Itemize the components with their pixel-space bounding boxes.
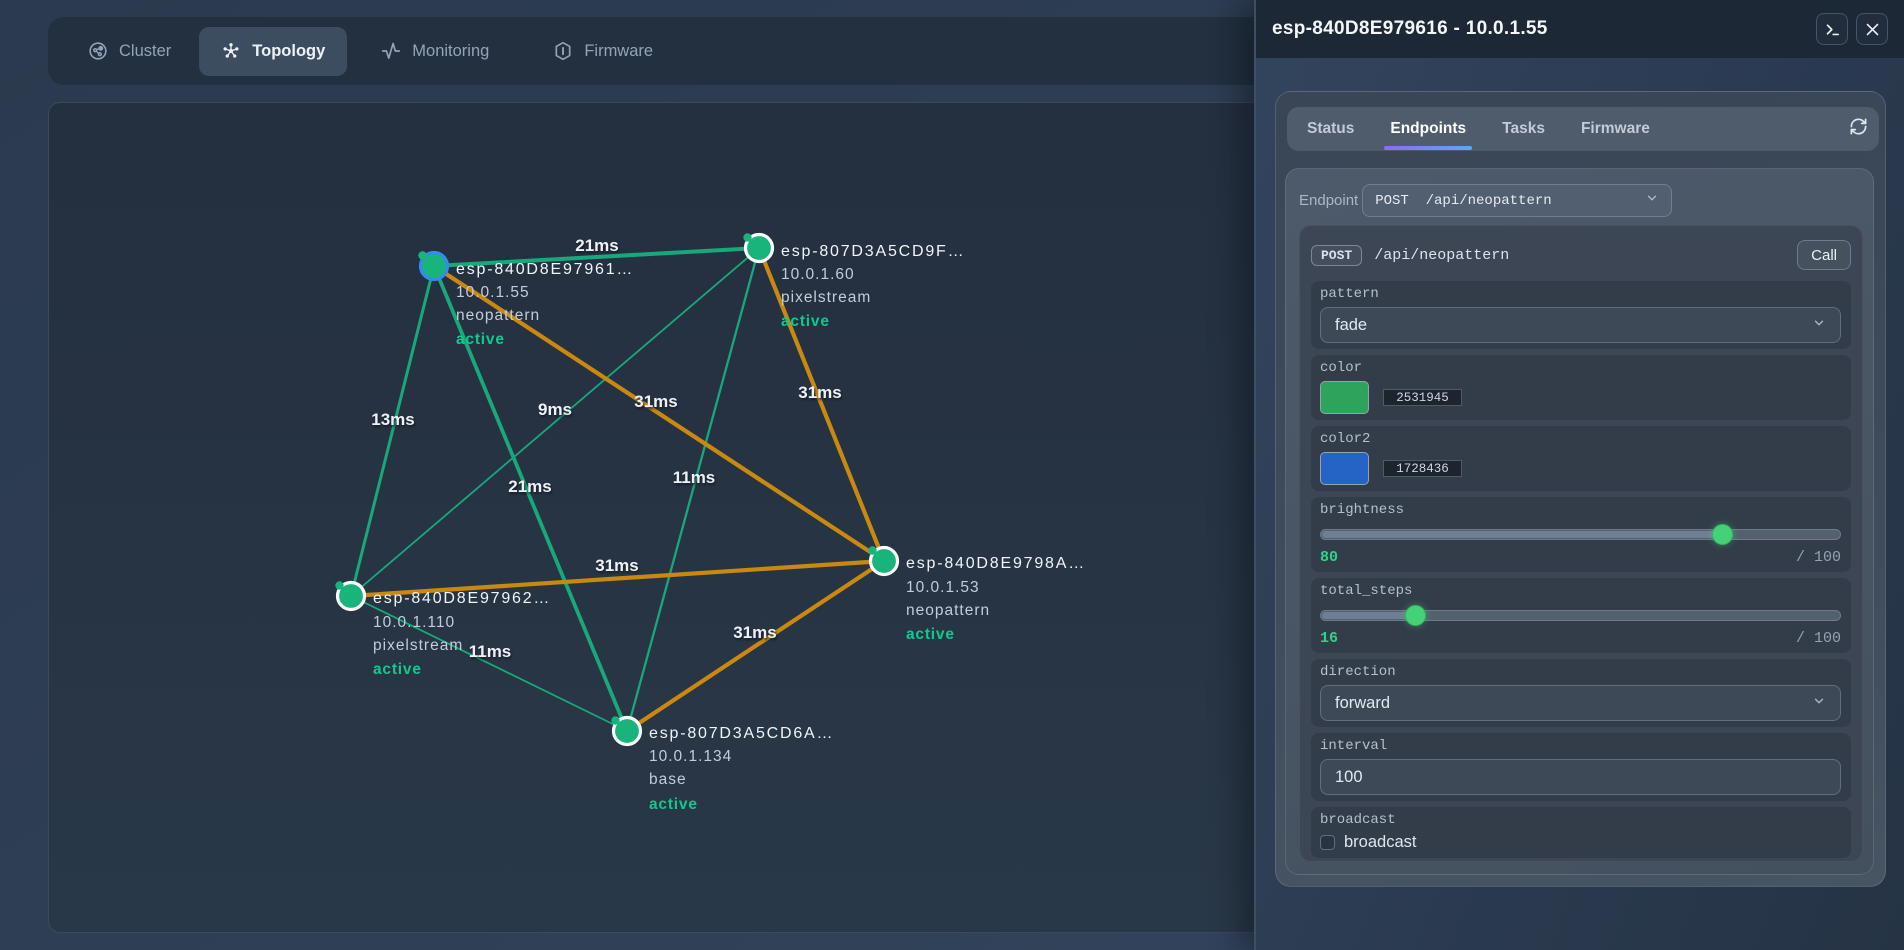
svg-text:21ms: 21ms: [508, 477, 551, 496]
svg-text:10.0.1.60: 10.0.1.60: [781, 266, 855, 283]
svg-text:esp-840D8E9798A…: esp-840D8E9798A…: [906, 555, 1086, 572]
svg-text:active: active: [373, 661, 422, 678]
svg-text:active: active: [906, 626, 955, 643]
svg-text:active: active: [649, 796, 698, 813]
svg-text:31ms: 31ms: [798, 383, 841, 402]
svg-text:pixelstream: pixelstream: [373, 637, 463, 654]
svg-text:21ms: 21ms: [575, 236, 618, 255]
svg-text:10.0.1.110: 10.0.1.110: [373, 614, 455, 631]
svg-text:11ms: 11ms: [673, 468, 716, 487]
svg-text:9ms: 9ms: [538, 400, 572, 419]
svg-text:10.0.1.134: 10.0.1.134: [649, 748, 732, 765]
svg-text:esp-840D8E97961…: esp-840D8E97961…: [456, 261, 634, 278]
svg-text:31ms: 31ms: [634, 392, 677, 411]
svg-text:esp-807D3A5CD9F…: esp-807D3A5CD9F…: [781, 243, 965, 260]
svg-text:10.0.1.53: 10.0.1.53: [906, 579, 980, 596]
svg-text:esp-807D3A5CD6A…: esp-807D3A5CD6A…: [649, 725, 834, 742]
svg-text:pixelstream: pixelstream: [781, 289, 871, 306]
svg-text:10.0.1.55: 10.0.1.55: [456, 284, 530, 301]
svg-text:active: active: [781, 313, 830, 330]
svg-text:base: base: [649, 771, 687, 788]
svg-text:11ms: 11ms: [469, 642, 512, 661]
svg-text:neopattern: neopattern: [456, 307, 540, 324]
svg-text:31ms: 31ms: [595, 556, 638, 575]
svg-text:esp-840D8E97962…: esp-840D8E97962…: [373, 590, 551, 607]
svg-text:neopattern: neopattern: [906, 602, 990, 619]
svg-text:13ms: 13ms: [371, 410, 414, 429]
svg-text:active: active: [456, 331, 505, 348]
svg-text:31ms: 31ms: [733, 623, 776, 642]
